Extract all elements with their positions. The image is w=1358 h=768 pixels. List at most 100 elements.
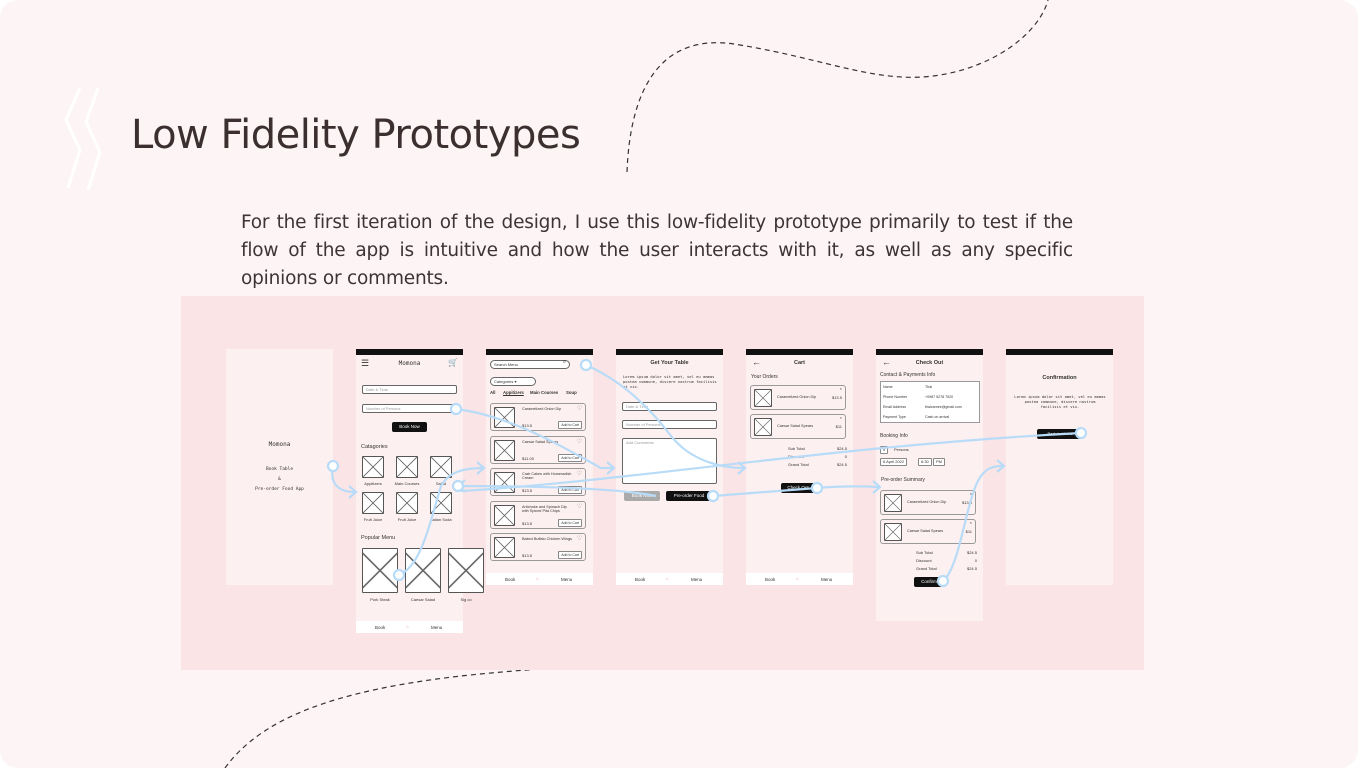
nav-menu[interactable]: Menu bbox=[821, 577, 833, 582]
nav-menu[interactable]: Menu bbox=[561, 577, 573, 582]
hamburger-menu-icon[interactable]: ☰ bbox=[361, 358, 370, 368]
item-price: $13.5 bbox=[522, 488, 533, 493]
prototype-panel: Momona Book Table & Pre-order Food App ☰… bbox=[181, 296, 1144, 670]
item-name: Crab Cakes with Horseradish Cream bbox=[522, 472, 572, 480]
menu-tab[interactable]: All bbox=[490, 390, 496, 395]
popular-item-label[interactable]: Pork Steak bbox=[370, 597, 390, 602]
menu-tab[interactable]: Main Courses bbox=[530, 390, 559, 395]
date-time-input[interactable]: Date & Time bbox=[622, 402, 717, 411]
category-image[interactable] bbox=[430, 492, 452, 514]
heart-icon[interactable]: ♡ bbox=[576, 438, 582, 445]
total-label: Sub Total bbox=[916, 550, 933, 555]
confirm-button[interactable]: Confirm bbox=[914, 577, 944, 587]
category-image[interactable] bbox=[362, 492, 384, 514]
preorder-item[interactable]: Caesar Salad Spears × $11 bbox=[880, 519, 976, 544]
home-icon[interactable]: ⌂ bbox=[666, 576, 669, 581]
field-label: Email Address bbox=[883, 405, 906, 409]
field-value[interactable]: +0987 5278 7520 bbox=[925, 395, 954, 399]
popular-item-image[interactable] bbox=[448, 548, 484, 593]
remove-icon[interactable]: × bbox=[969, 520, 972, 525]
nav-book[interactable]: Book bbox=[505, 577, 516, 582]
menu-item-card[interactable]: Caramelized Onion Dip ♡ $13.5 Add to Car… bbox=[490, 403, 586, 431]
category-label[interactable]: Appitizers bbox=[364, 481, 382, 486]
search-icon[interactable]: ⌕ bbox=[563, 359, 567, 365]
category-image[interactable] bbox=[396, 492, 418, 514]
category-label[interactable]: Main Courses bbox=[394, 481, 420, 486]
add-to-cart-button[interactable]: Add to Cart bbox=[558, 518, 582, 527]
nav-menu[interactable]: Menu bbox=[431, 625, 443, 630]
add-to-cart-button[interactable]: Add to Cart bbox=[558, 486, 582, 494]
item-price: $13.5 bbox=[961, 500, 972, 505]
cart-item[interactable]: Caesar Salad Spears × $11 bbox=[750, 414, 846, 439]
remove-icon[interactable]: × bbox=[839, 415, 842, 420]
back-arrow-icon[interactable]: ← bbox=[752, 357, 761, 367]
screen-splash[interactable]: Momona Book Table & Pre-order Food App bbox=[226, 349, 333, 585]
field-value[interactable]: thaicarnee@gmail.com bbox=[925, 405, 962, 409]
item-price: $11.00 bbox=[522, 455, 534, 461]
field-value[interactable]: Thai bbox=[925, 385, 932, 389]
menu-tab[interactable]: Soup bbox=[566, 390, 577, 395]
heart-icon[interactable]: ♡ bbox=[576, 503, 582, 510]
nav-book[interactable]: Book bbox=[635, 577, 646, 582]
persons-input[interactable]: Number of Persons bbox=[622, 420, 717, 429]
screen-checkout[interactable]: ← Check Out Contact & Payments Info Name… bbox=[876, 349, 983, 621]
nav-menu[interactable]: Menu bbox=[691, 577, 703, 582]
cart-item[interactable]: Caramelized Onion Dip × $13.5 bbox=[750, 385, 846, 410]
category-label[interactable]: Fruit Juice bbox=[363, 517, 383, 522]
booking-time[interactable]: 6:30 bbox=[918, 458, 932, 466]
comments-input[interactable]: Add Comments bbox=[622, 438, 717, 484]
book-now-button[interactable]: Book Now bbox=[624, 491, 660, 501]
popular-item-image[interactable] bbox=[362, 548, 398, 593]
heart-icon[interactable]: ♡ bbox=[576, 471, 582, 477]
category-image[interactable] bbox=[430, 456, 452, 478]
home-icon[interactable]: ⌂ bbox=[796, 576, 799, 581]
preorder-button[interactable]: Pre-order Food bbox=[666, 491, 712, 501]
popular-item-image[interactable] bbox=[405, 548, 441, 593]
date-time-input[interactable]: Date & Time bbox=[362, 385, 457, 394]
home-icon[interactable]: ⌂ bbox=[536, 576, 539, 581]
field-value[interactable]: Cash on arrival bbox=[925, 415, 950, 419]
book-now-button[interactable]: Book Now bbox=[392, 422, 427, 432]
category-image[interactable] bbox=[396, 456, 418, 478]
back-home-button[interactable]: Back to Home bbox=[1037, 429, 1083, 439]
splash-line: Pre-order Food App bbox=[255, 487, 304, 492]
back-arrow-icon[interactable]: ← bbox=[882, 357, 891, 367]
nav-book[interactable]: Book bbox=[375, 625, 386, 630]
screen-get-table[interactable]: Get Your Table Lorem ipsum dolor sit ame… bbox=[616, 349, 723, 585]
category-label[interactable]: Italian Soda bbox=[430, 517, 452, 522]
home-icon[interactable]: ⌂ bbox=[406, 624, 409, 629]
heart-icon[interactable]: ♡ bbox=[576, 406, 582, 412]
booking-ampm[interactable]: PM bbox=[933, 458, 945, 466]
persons-input[interactable]: Number of Persons bbox=[362, 404, 457, 413]
remove-icon[interactable]: × bbox=[839, 386, 842, 391]
heart-icon[interactable]: ♡ bbox=[576, 536, 582, 542]
screen-confirmation[interactable]: Confirmation Lorem ipsum dolor sit amet,… bbox=[1006, 349, 1113, 585]
nav-book[interactable]: Book bbox=[765, 577, 776, 582]
booking-date[interactable]: 6 April 2022 bbox=[880, 458, 908, 466]
add-to-cart-button[interactable]: Add to Cart bbox=[558, 453, 582, 462]
menu-item-card[interactable]: Crab Cakes with Horseradish Cream ♡ $13.… bbox=[490, 468, 586, 496]
persons-count[interactable]: 5 bbox=[880, 446, 889, 454]
screen-cart[interactable]: ← Cart Your Orders Caramelized Onion Dip… bbox=[746, 349, 853, 585]
screen-menu[interactable]: Search Menu ⌕ Categories ▾ All Appitizers… bbox=[486, 349, 593, 585]
popular-item-label[interactable]: Caesar Salad bbox=[410, 597, 436, 602]
screen-home[interactable]: ☰ Momona 🛒 Date & Time Number of Persons… bbox=[356, 349, 484, 633]
menu-item-card[interactable]: Artichoke and Spinach Dip with Spiced Pi… bbox=[490, 500, 586, 529]
menu-item-card[interactable]: Baked Buffalo Chicken Wings ♡ $13.5 Add … bbox=[490, 533, 586, 561]
search-input[interactable]: Search Menu bbox=[490, 360, 570, 369]
preorder-item[interactable]: Caramelized Onion Dip × $13.5 bbox=[880, 490, 976, 515]
category-label[interactable]: Salad bbox=[435, 481, 447, 486]
checkout-button[interactable]: Check Out bbox=[781, 483, 815, 493]
total-value: $24.5 bbox=[966, 550, 977, 555]
cart-icon[interactable]: 🛒 bbox=[448, 358, 458, 367]
menu-tab[interactable]: Appitizers bbox=[503, 390, 524, 395]
menu-item-card[interactable]: Caesar Salad Spears ♡ $11.00 Add to Cart bbox=[490, 435, 586, 464]
add-to-cart-button[interactable]: Add to Cart bbox=[558, 551, 582, 559]
category-image[interactable] bbox=[362, 456, 384, 478]
category-label[interactable]: Fruit Juice bbox=[397, 517, 417, 522]
popular-item-label[interactable]: Sig co bbox=[460, 597, 472, 602]
categories-select[interactable]: Categories ▾ bbox=[490, 377, 536, 386]
add-to-cart-button[interactable]: Add to Cart bbox=[558, 421, 582, 429]
remove-icon[interactable]: × bbox=[969, 491, 972, 496]
select-value: Categories bbox=[494, 379, 514, 384]
